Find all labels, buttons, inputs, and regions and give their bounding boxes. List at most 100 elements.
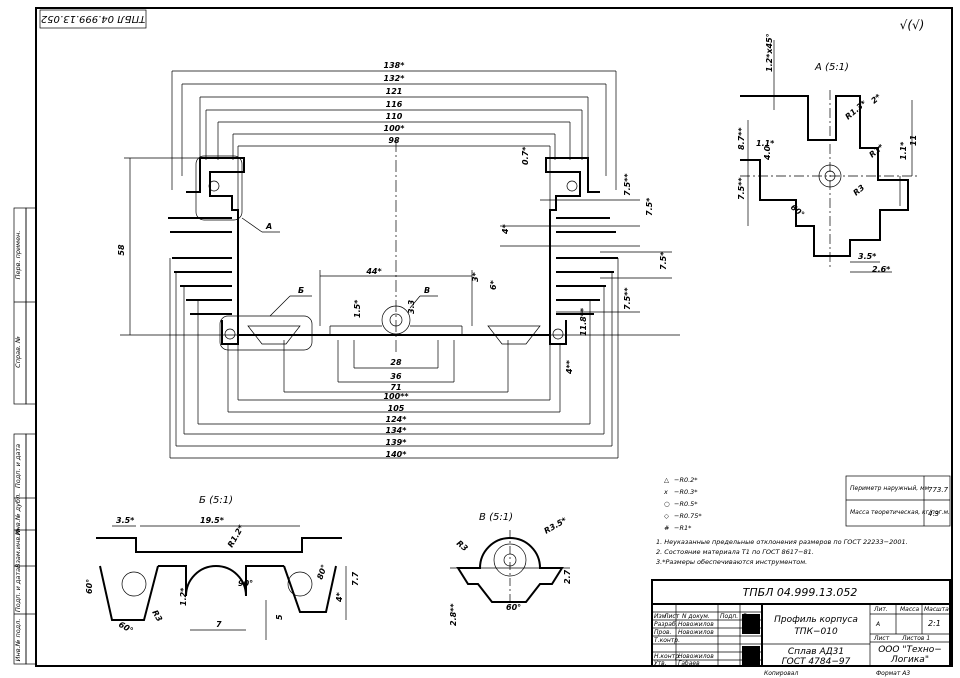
tb-role: Т.контр. <box>654 637 680 644</box>
org-1: ООО "Техно− <box>878 645 942 655</box>
sheets-label: Листов 1 <box>901 635 930 642</box>
dim-misc: 1.5* <box>353 299 362 318</box>
side-label: Взам.инв.№ <box>14 528 22 568</box>
format-label: Формат А3 <box>876 670 910 677</box>
prop-label: Периметр наружный, мм <box>850 485 930 492</box>
legend-label: −R0.3* <box>674 488 698 496</box>
dim-b: 80° <box>315 563 329 580</box>
dim-v: R3 <box>455 539 470 554</box>
prop-value: 773.7 <box>928 486 949 494</box>
side-label: Подп. и дата <box>14 568 22 612</box>
tb-role: Н.контр. <box>654 653 681 660</box>
tb-col-header: Дата <box>741 613 758 620</box>
side-label: Перв. примен. <box>14 231 22 280</box>
detail-v-view: В (5:1) R3 R3.5* 60° 2.7 2.8** <box>449 512 572 626</box>
legend-symbol: ◇ <box>664 512 669 520</box>
dim-top: 98 <box>388 136 400 145</box>
note-line: 3.*Размеры обеспечиваются инструментом. <box>656 558 807 566</box>
signature-mark <box>742 646 760 666</box>
dim-height: 58 <box>117 244 126 256</box>
dim-v: 60° <box>506 603 521 612</box>
designation-main: ТПБЛ 04.999.13.052 <box>743 586 858 599</box>
dim-a: 1.1* <box>899 141 908 160</box>
technical-notes: 1. Неуказанные предельные отклонения раз… <box>656 538 908 566</box>
dim-top: 132* <box>384 74 406 83</box>
dim-v: 2.8** <box>449 603 458 626</box>
view-v-title: В (5:1) <box>479 512 513 523</box>
tb-role: Разраб. <box>654 621 678 628</box>
tb-person: Новожилов <box>678 629 714 636</box>
tb-person: Габаев <box>678 660 700 667</box>
tb-col-header: N докум. <box>682 613 710 620</box>
dim-b: 5 <box>275 614 284 620</box>
dim-top: 100* <box>384 124 406 133</box>
dim-b: 4* <box>335 591 344 603</box>
dim-center: 44* <box>365 267 382 276</box>
side-label: Подп. и дата <box>14 444 22 488</box>
legend-label: −R1* <box>674 524 692 532</box>
dim-a: 4.0 <box>763 145 772 161</box>
dim-misc: 7.5* <box>659 251 668 270</box>
legend-symbol: x <box>663 488 668 496</box>
dim-b: 19.5* <box>200 516 225 525</box>
scale-label: Масштаб <box>924 606 953 613</box>
dim-misc: 4* <box>501 223 510 235</box>
dim-a: 2.6* <box>872 265 891 274</box>
prop-value: 4.3 <box>928 510 939 518</box>
side-strip: Перв. примен. Справ. № Подп. и дата Инв.… <box>13 207 37 665</box>
dim-b: 90° <box>238 579 253 588</box>
scale-value: 2:1 <box>928 619 941 628</box>
radius-legend: △ −R0.2* x −R0.3* ○ −R0.5* ◇ −R0.75* # −… <box>663 476 702 532</box>
signature-mark <box>742 614 760 634</box>
material-1: Сплав АД31 <box>788 647 844 657</box>
tb-role: Пров. <box>654 629 672 636</box>
lit-label: Лит. <box>873 606 888 613</box>
legend-symbol: ○ <box>664 500 670 508</box>
dim-misc: 7.5* <box>645 197 654 216</box>
dim-a: 7.5** <box>737 177 746 200</box>
dim-misc: 6* <box>489 279 498 290</box>
dim-a: 60° <box>789 203 806 220</box>
dim-a: R1* <box>868 142 887 160</box>
dim-bottom: 71 <box>390 383 401 392</box>
properties-table: Периметр наружный, мм 773.7 Масса теорет… <box>845 475 951 527</box>
dim-b: 3.5* <box>116 516 135 525</box>
dim-b: R3 <box>150 609 164 624</box>
roughness-mark: √(√) <box>900 18 925 32</box>
detail-a-view: А (5:1) 1.2*x45° 8.7** 1.1* 4.0 R1.3* 2*… <box>737 33 920 274</box>
side-label: Инв.№ подл. <box>14 619 22 662</box>
dim-a: 1.2*x45° <box>765 33 774 72</box>
legend-label: −R0.2* <box>674 476 698 484</box>
note-line: 1. Неуказанные предельные отклонения раз… <box>656 538 908 546</box>
title-block: ТПБЛ 04.999.13.052 Изм Лист N докум. Под… <box>651 579 953 667</box>
dim-a: 3.5* <box>858 252 877 261</box>
tb-person: Новожилов <box>678 653 714 660</box>
dim-misc: 7.5** <box>623 287 632 310</box>
dim-v: 2.7 <box>563 569 572 584</box>
tb-col-header: Изм <box>654 613 667 620</box>
dim-bottom: 36 <box>390 372 402 381</box>
view-a-title: А (5:1) <box>814 62 849 73</box>
callout-b <box>219 315 313 351</box>
designation-top: ТПБЛ 04.999.13.052 <box>41 13 145 24</box>
tb-role: Утв. <box>654 660 667 667</box>
dim-b: 7.7 <box>351 571 360 586</box>
dim-a: R1.3* <box>844 98 869 121</box>
dim-bottom: 134* <box>386 426 408 435</box>
tb-col-header: Лист <box>663 613 680 620</box>
dim-b: 60° <box>85 579 94 594</box>
dim-a: 11 <box>909 135 918 146</box>
side-label: Справ. № <box>14 336 22 368</box>
dim-a: R3 <box>852 183 867 198</box>
detail-b-view: Б (5:1) 3.5* 19.5* R1.2* 60° 60° R3 90° … <box>85 495 360 640</box>
copied-label: Копировал <box>764 670 798 677</box>
dim-misc: 11.8** <box>579 307 588 336</box>
legend-label: −R0.5* <box>674 500 698 508</box>
org-2: Логика" <box>890 655 929 665</box>
part-name-1: Профиль корпуса <box>774 615 858 625</box>
legend-label: −R0.75* <box>674 512 702 520</box>
dim-misc: 3* <box>471 271 480 282</box>
dim-top: 116 <box>386 100 403 109</box>
dim-a: 1.1* <box>756 139 775 148</box>
